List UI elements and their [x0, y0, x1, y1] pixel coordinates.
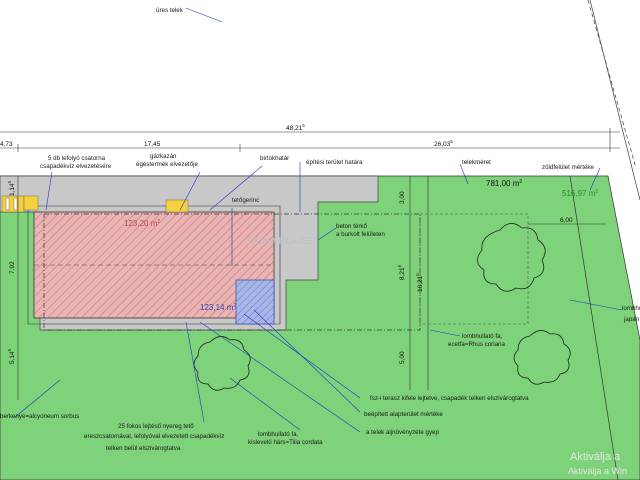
area-green: 516,97 m2 — [562, 189, 598, 198]
label-rowan: berkenye=alcyoneum sorbus — [0, 413, 79, 420]
area-building: 123,20 m2 — [124, 219, 160, 228]
label-gas-boiler: gázkazán — [150, 153, 177, 160]
label-concrete-paver-2: a burkolt felületen — [336, 231, 385, 238]
dim-right: 26,035 — [434, 139, 453, 148]
label-ridge: tetőgerinc — [232, 197, 259, 204]
dim-v500: 5,00 — [399, 351, 406, 364]
gutter-drains — [1, 195, 189, 213]
built-area-outline — [27, 205, 281, 325]
label-property-line: birtokhatár — [260, 155, 289, 162]
label-empty-plot: üres telek — [156, 7, 184, 14]
label-construction-boundary: építési terület határa — [306, 159, 363, 166]
label-gutter-2: csapadékvíz elvezetésére — [40, 163, 112, 170]
tree-left — [193, 336, 251, 391]
label-flue: égéstermék elvezetője — [136, 161, 198, 168]
label-green-area: zöldfelület mértéke — [542, 164, 594, 171]
label-lawn: a telek aljnövényzete gyep — [366, 429, 439, 436]
plot-bottom-right-edge — [569, 175, 619, 480]
construction-boundary — [43, 213, 421, 331]
label-roof-1: 25 fokos lejtésű nyereg tető — [118, 423, 194, 430]
label-tree-right-2: japán — [623, 316, 640, 323]
label-plot-size: telekméret — [462, 159, 491, 166]
label-terrace: fsz-i terasz kifele lejtetve, csapadék t… — [370, 395, 529, 402]
dim-v114: 1,145 — [7, 180, 16, 196]
dim-total: 48,215 — [286, 123, 305, 132]
dim-v300: 3,00 — [399, 191, 406, 204]
dim-v821: 8,215 — [397, 264, 406, 280]
dim-left: 4,73 — [0, 141, 13, 148]
tree-right-large — [477, 223, 546, 292]
activation-line-2: Aktiválja a Win — [568, 466, 627, 476]
watermark-logo: DUNA HOUSE — [248, 236, 314, 247]
label-built-area: beépített alapterület mértéke — [364, 411, 443, 418]
label-sumac-1: lombhullató fa, — [462, 333, 503, 340]
top-dimension-lines — [0, 128, 620, 152]
area-plot: 781,00 m2 — [486, 179, 522, 188]
green-area-frame — [419, 213, 529, 325]
label-roof-2: ereszcsatornával, lefolyóval elvezetett … — [84, 433, 224, 440]
label-concrete-paver: beton térkő — [336, 223, 368, 230]
tree-symbols — [193, 223, 571, 391]
label-linden-1: lombhullató fa, — [258, 431, 299, 438]
label-linden-2: kislevelű hárs=Tilia cordata — [248, 439, 323, 446]
vertical-dimension-lines — [17, 176, 606, 400]
label-roof-3: telken belül elszivárogtatva — [106, 445, 181, 452]
label-sumac-2: ecetfa=Rhus coriaria — [448, 341, 505, 348]
activation-line-1: Aktiválja a — [570, 451, 621, 463]
dim-h600: 6,00 — [560, 217, 573, 224]
dim-v1621: 16,215 — [415, 273, 424, 292]
tree-right-small — [513, 330, 571, 385]
terrace-hatch — [236, 280, 274, 324]
area-built: 123,14 m2 — [200, 303, 236, 312]
neighbour-boundary-lines — [587, 0, 640, 201]
dim-v514: 5,145 — [7, 348, 16, 364]
dim-mid: 17,45 — [144, 141, 161, 148]
label-gutter: 5 db lefolyó csatorna — [48, 155, 106, 162]
label-tree-right-1: lombhull — [622, 305, 640, 312]
dim-v792: 7,92 — [9, 261, 16, 274]
blue-leader-lines — [13, 7, 623, 433]
